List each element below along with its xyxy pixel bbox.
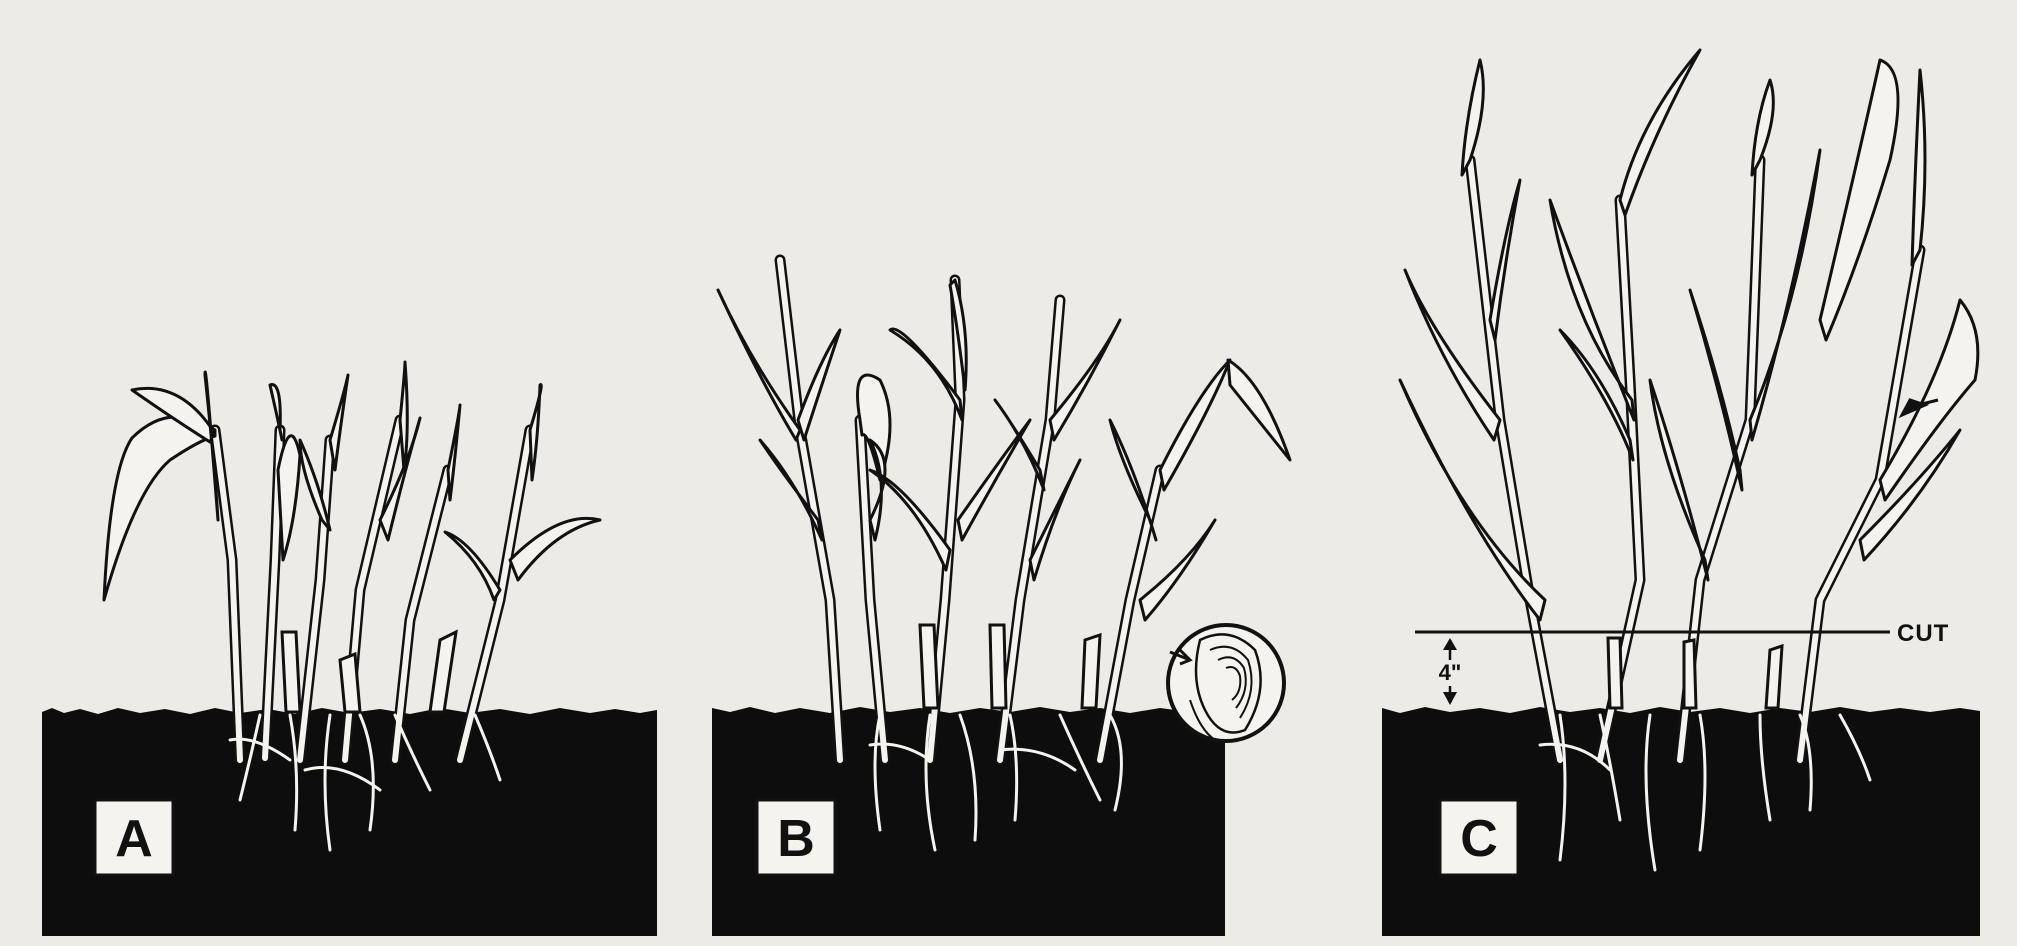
panel-a: A [42, 362, 657, 936]
cut-stub [340, 654, 360, 712]
height-measure: 4" [1437, 638, 1463, 705]
panel-c-label: C [1460, 810, 1498, 868]
cut-stub [430, 632, 456, 712]
cut-stub [920, 625, 938, 708]
magnified-inset [1168, 625, 1284, 741]
panel-b-label: B [777, 810, 815, 868]
cut-stub [1082, 635, 1100, 708]
cut-stub [1766, 646, 1782, 708]
cut-stub [990, 625, 1006, 708]
cut-stub [1608, 638, 1622, 708]
cut-label: CUT [1897, 620, 1949, 647]
panel-a-label: A [115, 810, 153, 868]
plant-c [1400, 50, 1978, 760]
plant-a [104, 362, 600, 760]
cut-stub [1684, 640, 1696, 708]
cut-stub [282, 632, 300, 712]
panel-c: CUT 4" C [1382, 50, 1980, 936]
height-label: 4" [1439, 660, 1462, 685]
panel-b: B [712, 260, 1290, 936]
